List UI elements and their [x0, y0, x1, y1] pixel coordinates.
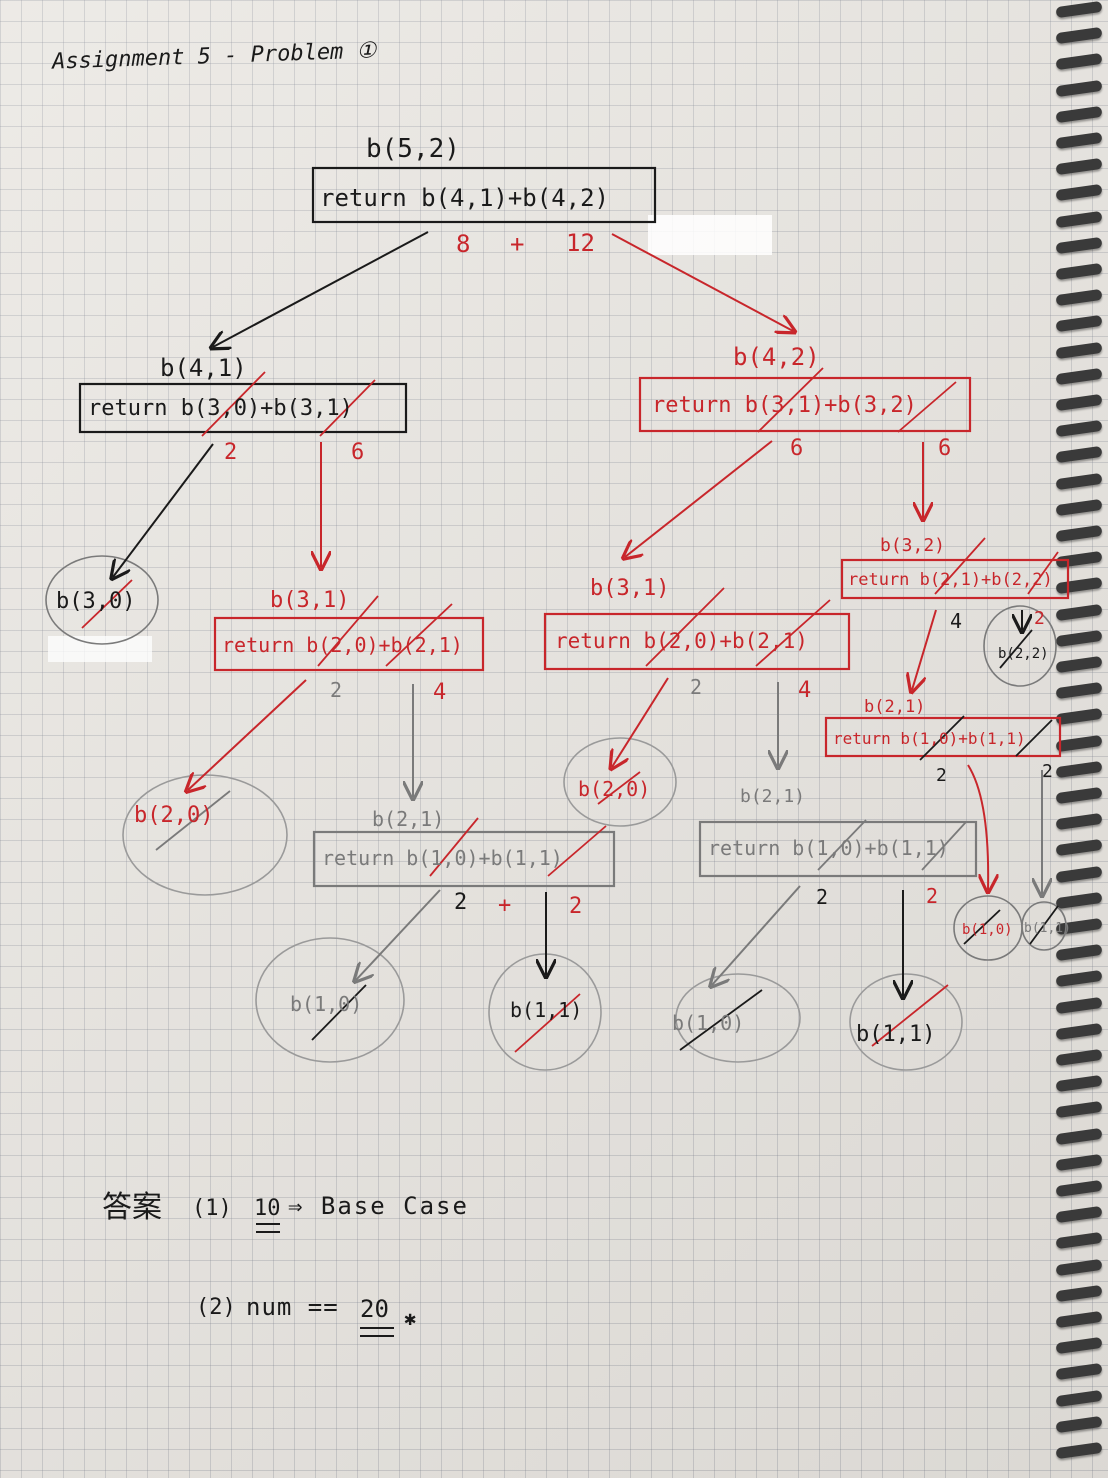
call-label-b30: b(3,0)	[56, 589, 135, 614]
body-b31b: return b(2,0)+b(2,1)	[555, 629, 808, 653]
value-b32-right: 2	[1034, 608, 1045, 629]
value-b32-left: 4	[950, 609, 962, 633]
arrow-b41-b30	[113, 443, 214, 577]
box-b31a	[213, 616, 485, 672]
value-b41-right: 6	[351, 440, 364, 465]
arrow-b52-b41	[213, 231, 429, 347]
cross-out-strokes	[81, 367, 1059, 1053]
call-label-b11c: b(1,1)	[1024, 921, 1071, 936]
value-b31b-left: 2	[690, 675, 702, 699]
call-label-b21c: b(2,1)	[864, 697, 925, 717]
value-b52-left: 8	[456, 230, 470, 258]
answer-label: 答案	[102, 1190, 162, 1225]
answer-2-text: num ==	[246, 1293, 339, 1321]
call-label-b21b: b(2,1)	[740, 786, 805, 807]
value-b21c-left: 2	[936, 765, 947, 786]
tape-strip	[648, 215, 772, 255]
body-b21b: return b(1,0)+b(1,1)	[708, 836, 949, 860]
circle-b20a	[122, 774, 288, 896]
arrow-b32-b21c	[912, 609, 937, 690]
circle-b11b	[849, 973, 963, 1071]
call-label-b32: b(3,2)	[880, 535, 945, 556]
answer-underlines	[256, 1223, 394, 1337]
circle-b11c	[1021, 901, 1067, 951]
call-label-b20a: b(2,0)	[134, 803, 213, 828]
body-b21a: return b(1,0)+b(1,1)	[322, 846, 563, 870]
value-b21b-right: 2	[926, 884, 938, 908]
call-label-b42: b(4,2)	[733, 343, 820, 371]
call-label-b11b: b(1,1)	[856, 1022, 935, 1047]
box-b21a	[312, 830, 616, 888]
body-b21c: return b(1,0)+b(1,1)	[833, 729, 1026, 748]
arrow-b31a-b20a	[188, 679, 307, 790]
box-b21b	[698, 820, 978, 878]
call-label-b11a: b(1,1)	[510, 998, 582, 1022]
arrow-b52-b42	[611, 233, 793, 331]
circle-b22	[983, 605, 1057, 687]
call-label-b21a: b(2,1)	[372, 807, 444, 831]
body-b31a: return b(2,0)+b(2,1)	[222, 633, 463, 657]
body-b32: return b(2,1)+b(2,2)	[848, 570, 1053, 590]
value-b21a-right: 2	[569, 894, 582, 919]
call-label-b10c: b(1,0)	[962, 922, 1013, 938]
value-b21c-right: 2	[1042, 761, 1053, 782]
value-b42-right: 6	[938, 436, 951, 461]
body-b42: return b(3,1)+b(3,2)	[652, 393, 917, 418]
call-label-b41: b(4,1)	[160, 354, 247, 382]
answer-2-value: 20	[360, 1295, 389, 1323]
arrow-b21a-b10a	[356, 889, 441, 980]
answer-1-text: ⇒ Base Case	[288, 1192, 469, 1220]
box-b21c	[824, 716, 1062, 758]
value-b52-right: 12	[566, 229, 595, 257]
call-arrows	[113, 231, 1042, 996]
body-b52: return b(4,1)+b(4,2)	[320, 184, 609, 212]
box-b52	[311, 166, 657, 224]
circle-b10a	[255, 937, 405, 1063]
call-label-b31a: b(3,1)	[270, 588, 349, 613]
circle-b30	[45, 555, 159, 645]
arrow-b21c-b10c	[967, 764, 988, 890]
value-b31a-left: 2	[330, 678, 342, 702]
op-b21a: +	[498, 893, 511, 918]
circle-b20b	[563, 737, 677, 827]
box-b32	[840, 558, 1070, 600]
tape-strip	[48, 636, 152, 662]
body-b41: return b(3,0)+b(3,1)	[88, 396, 353, 421]
value-b41-left: 2	[224, 440, 237, 465]
call-label-b52: b(5,2)	[366, 134, 460, 164]
answer-1-value: 10	[254, 1196, 281, 1221]
arrow-b31b-b20b	[612, 677, 669, 767]
call-label-b10b: b(1,0)	[672, 1011, 744, 1035]
box-b42	[638, 376, 972, 433]
op-b52: +	[510, 230, 524, 258]
value-b21a-left: 2	[454, 890, 467, 915]
call-label-b31b: b(3,1)	[590, 576, 669, 601]
arrow-b42-b31b	[625, 440, 773, 557]
answer-2-mark: ✱	[404, 1306, 417, 1330]
circle-b10b	[675, 973, 801, 1063]
call-boxes	[78, 166, 1070, 888]
call-label-b22: b(2,2)	[998, 646, 1049, 662]
value-b31b-right: 4	[798, 678, 811, 703]
answer-1-number: (1)	[192, 1196, 232, 1221]
call-label-b10a: b(1,0)	[290, 992, 362, 1016]
value-b21b-left: 2	[816, 885, 828, 909]
value-b31a-right: 4	[433, 680, 446, 705]
call-label-b20b: b(2,0)	[578, 777, 650, 801]
box-b41	[78, 382, 408, 434]
value-b42-left: 6	[790, 436, 803, 461]
answer-2-number: (2)	[196, 1295, 236, 1320]
arrow-b21b-b10b	[712, 885, 801, 985]
